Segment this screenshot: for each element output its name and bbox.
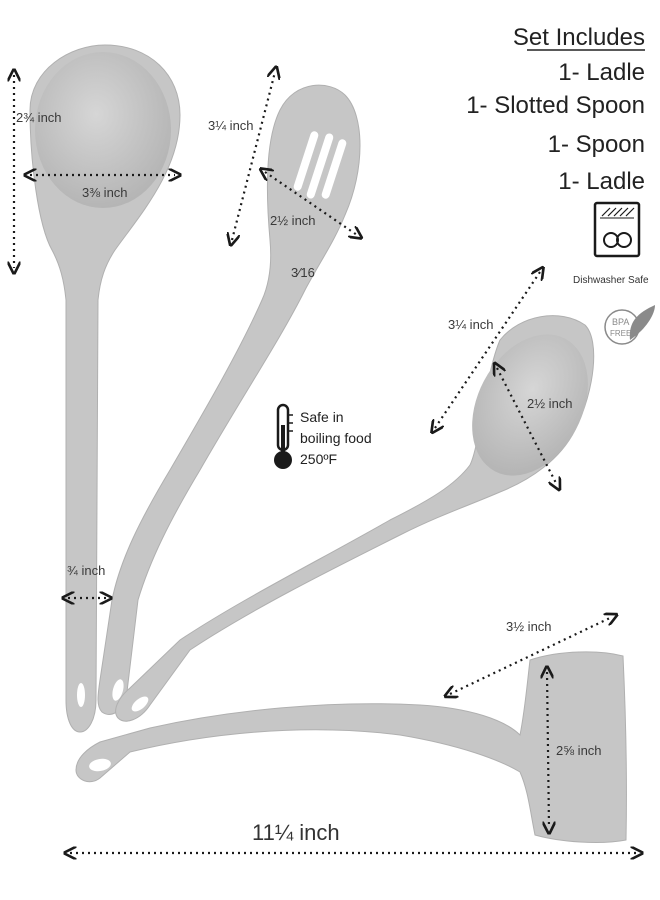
dishwasher-safe-label: Dishwasher Safe bbox=[573, 275, 649, 286]
slotted-length-arrow bbox=[232, 72, 275, 240]
spoon-width-label: 2½ inch bbox=[527, 396, 573, 411]
free-text: FREE bbox=[610, 329, 631, 338]
turner-width-arrow bbox=[547, 672, 549, 828]
slotted-width-label: 2½ inch bbox=[270, 213, 316, 228]
spoon-width-arrow bbox=[497, 368, 557, 485]
turner-length-label: 3½ inch bbox=[506, 619, 552, 634]
set-item-4: 1- Ladle bbox=[558, 168, 645, 195]
thermometer-icon bbox=[274, 403, 293, 469]
total-length-label: 11¼ inch bbox=[252, 820, 340, 845]
spoon-length-label: 3¼ inch bbox=[448, 317, 494, 332]
safe-text-line-3: 250ºF bbox=[300, 451, 337, 467]
ladle-length-label: 2¾ inch bbox=[16, 110, 62, 125]
safe-text-line-1: Safe in bbox=[300, 409, 344, 425]
slot-width-label: 3⁄16 bbox=[291, 265, 315, 280]
turner-width-label: 2⅝ inch bbox=[556, 743, 602, 758]
set-item-2: 1- Slotted Spoon bbox=[466, 92, 645, 119]
handle-width-label: ¾ inch bbox=[67, 563, 105, 578]
set-includes: Set Includes 1- Ladle 1- Slotted Spoon 1… bbox=[466, 24, 645, 195]
set-item-3: 1- Spoon bbox=[548, 131, 645, 158]
dimension-arrows bbox=[14, 72, 637, 853]
spoon-length-arrow bbox=[435, 272, 540, 428]
dishwasher-icon bbox=[593, 201, 641, 258]
bpa-text: BPA bbox=[612, 317, 629, 327]
ladle-width-label: 3⅜ inch bbox=[82, 185, 128, 200]
set-includes-title: Set Includes bbox=[513, 24, 645, 51]
safe-text-line-2: boiling food bbox=[300, 430, 372, 446]
set-item-1: 1- Ladle bbox=[558, 59, 645, 86]
ladle bbox=[29, 44, 181, 733]
slotted-length-label: 3¼ inch bbox=[208, 118, 254, 133]
slotted-width-arrow bbox=[265, 172, 357, 235]
bpa-free-icon: BPA FREE bbox=[604, 305, 655, 345]
